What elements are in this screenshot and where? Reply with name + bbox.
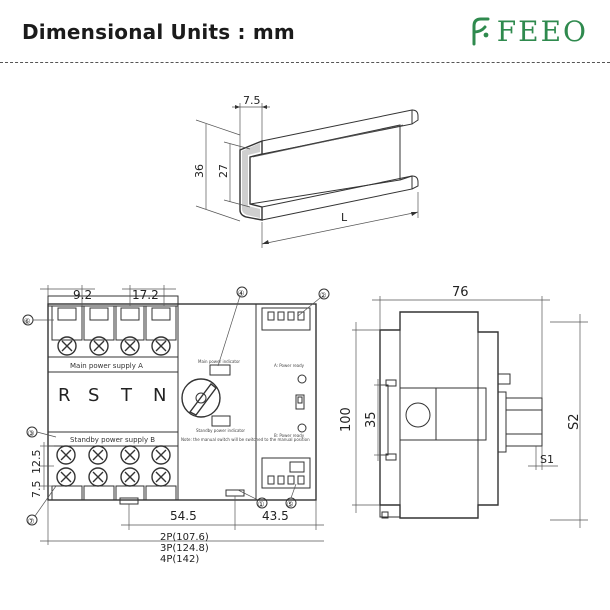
left-dim-12-5: 12.5 [30,450,43,475]
left-dim-7-5: 7.5 [30,481,43,499]
brand-logo: FEEO [469,14,588,48]
phase-r: R [58,385,71,406]
rail-width-label: 7.5 [243,94,261,107]
svg-text:⑦: ⑦ [28,517,35,526]
main-power-label: Main power supply A [70,362,143,370]
side-view-drawing: 76 100 35 S1 S2 [339,285,588,528]
callout-5: ⑤ [285,483,297,509]
header-divider [0,62,610,63]
bottom-terminal-row [51,445,177,501]
callout-6: ⑥ [22,314,54,326]
rail-length-label: L [341,211,348,224]
side-depth-label: 76 [452,285,469,300]
rail-height-outer-label: 36 [193,164,206,178]
bottom-screw-3b [120,467,140,487]
front-view-drawing: Main power supply A R S T N Standby powe… [22,285,330,565]
svg-text:①: ① [258,500,265,509]
rotary-switch-knob [181,378,221,418]
feeo-leaf-logo-icon [472,17,490,46]
panel-note: Note: the manual switch will be switched… [181,437,310,442]
bottom-screw-3a [120,445,140,465]
s2-label: S2 [567,413,582,430]
callout-3: ③ [26,426,57,438]
svg-text:⑤: ⑤ [287,500,294,509]
bottom-screw-1b [56,467,76,487]
top-dim-9-2: 9.2 [73,288,92,302]
top-screw-3 [120,336,140,356]
phase-t: T [120,385,133,406]
bottom-screw-4a [151,445,171,465]
page-header: Dimensional Units : mm FEEO [0,0,610,62]
width-3p: 3P(124.8) [160,543,209,554]
width-4p: 4P(142) [160,554,199,565]
top-dim-17-2: 17.2 [132,288,159,302]
callout-1: ① [237,489,268,509]
standby-power-label: Standby power supply B [70,436,155,444]
phase-n: N [153,385,166,406]
bottom-screw-2b [88,467,108,487]
indicator-a-label: A: Power ready [274,363,305,368]
top-screw-2 [89,336,109,356]
svg-text:③: ③ [28,429,35,438]
controller-panel: A: Power ready B: Power ready [261,307,311,489]
bottom-screw-4b [151,467,171,487]
svg-text:②: ② [320,291,327,300]
top-screw-4 [151,336,171,356]
rail-height-inner-label: 27 [217,164,230,178]
width-2p: 2P(107.6) [160,532,209,543]
callout-7: ⑦ [26,485,57,526]
bottom-screw-1a [56,445,76,465]
s1-label: S1 [540,453,554,466]
top-screw-1 [57,336,77,356]
indicator-b-label: B: Power ready [274,433,305,438]
callout-4: ④ [217,286,248,367]
bottom-screw-2a [88,445,108,465]
bottom-dim-43-5: 43.5 [262,509,289,523]
rail-gap-label: 35 [364,411,379,428]
svg-text:④: ④ [238,289,245,298]
svg-text:⑥: ⑥ [24,317,31,326]
callout-2: ② [297,288,330,317]
phase-s: S [88,385,99,406]
top-terminal-row [51,305,177,356]
page-title: Dimensional Units : mm [22,20,295,44]
side-height-label: 100 [339,407,354,432]
panel-text-mid: Standby power indicator [196,428,245,433]
brand-name: FEEO [496,14,588,48]
bottom-dim-54-5: 54.5 [170,509,197,523]
din-rail-drawing: 7.5 36 27 L [193,94,419,248]
